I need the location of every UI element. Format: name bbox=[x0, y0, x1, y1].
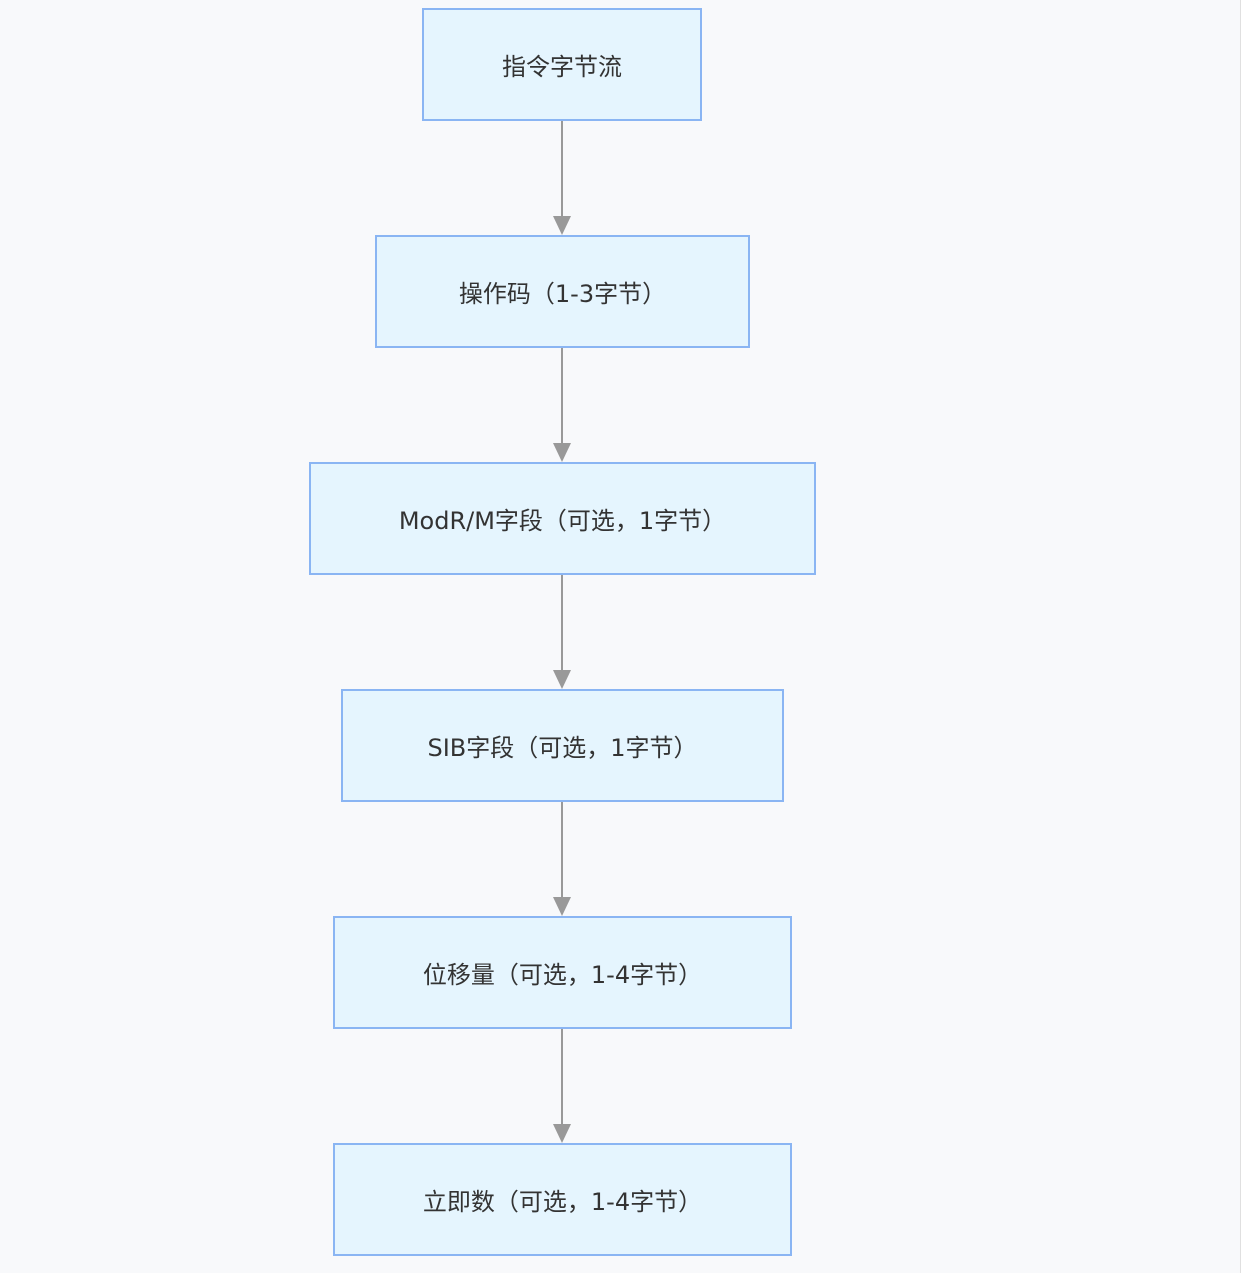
node-label: 操作码（1-3字节） bbox=[458, 280, 667, 308]
arrowhead-icon bbox=[553, 443, 571, 462]
node-immediate: 立即数（可选，1-4字节） bbox=[333, 1143, 792, 1256]
node-label: 立即数（可选，1-4字节） bbox=[422, 1188, 703, 1216]
node-instruction-stream: 指令字节流 bbox=[422, 8, 702, 121]
node-label: 位移量（可选，1-4字节） bbox=[422, 961, 703, 989]
edge-displacement-immediate bbox=[553, 1028, 571, 1143]
node-sib: SIB字段（可选，1字节） bbox=[341, 689, 784, 802]
arrowhead-icon bbox=[553, 897, 571, 916]
edge-sib-displacement bbox=[553, 801, 571, 916]
node-modrm: ModR/M字段（可选，1字节） bbox=[309, 462, 816, 575]
node-label: 指令字节流 bbox=[502, 53, 622, 81]
node-opcode: 操作码（1-3字节） bbox=[375, 235, 750, 348]
node-label: SIB字段（可选，1字节） bbox=[427, 734, 698, 762]
node-label: ModR/M字段（可选，1字节） bbox=[398, 507, 727, 535]
node-displacement: 位移量（可选，1-4字节） bbox=[333, 916, 792, 1029]
edge-modrm-sib bbox=[553, 574, 571, 689]
arrowhead-icon bbox=[553, 670, 571, 689]
arrowhead-icon bbox=[553, 1124, 571, 1143]
arrowhead-icon bbox=[553, 216, 571, 235]
edge-opcode-modrm bbox=[553, 347, 571, 462]
edge-stream-opcode bbox=[553, 120, 571, 235]
